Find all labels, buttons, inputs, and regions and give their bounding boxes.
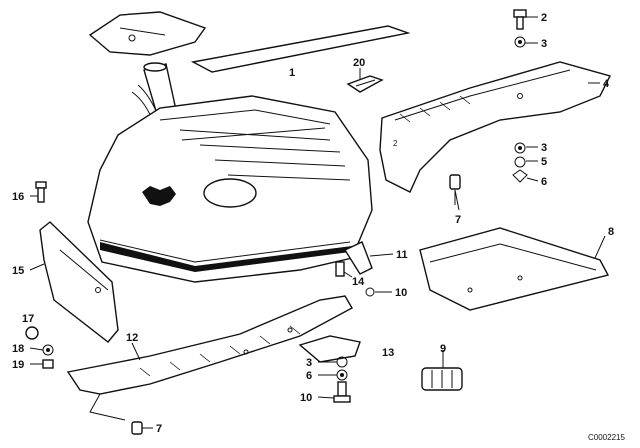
callout-12: 12: [126, 332, 138, 344]
callout-1: 1: [289, 67, 295, 79]
strip-part: [190, 25, 411, 73]
callout-11: 11: [396, 249, 408, 261]
callout-13: 13: [382, 347, 394, 359]
bolt-part: [512, 9, 528, 183]
side-bolt-part: [35, 181, 47, 203]
clip-part: [421, 367, 463, 391]
callout-10b: 10: [300, 392, 312, 404]
side-bracket-part: [39, 221, 119, 343]
top-bracket-part: [88, 11, 207, 56]
callout-3b: 3: [541, 142, 547, 154]
callout-9: 9: [440, 343, 446, 355]
drawing-code: C0002215: [588, 433, 625, 442]
callout-labels: 1 2 3 4 20 3 5 6 7 8 11 10 14 16 15 17 1…: [12, 12, 625, 442]
small-bracket-part: [346, 75, 384, 93]
underbody-shield-part: [66, 295, 353, 421]
callout-20: 20: [353, 57, 365, 69]
callout-10: 10: [395, 287, 407, 299]
callout-3c: 3: [306, 357, 312, 369]
callout-14: 14: [352, 276, 365, 288]
callout-15: 15: [12, 265, 24, 277]
small-fasteners-part: [25, 326, 54, 369]
callout-6: 6: [541, 176, 547, 188]
lower-bracket-part: [298, 335, 361, 363]
callout-6b: 6: [306, 370, 312, 382]
callout-8: 8: [608, 226, 614, 238]
callout-3: 3: [541, 38, 547, 50]
lower-plug-part: [131, 421, 143, 435]
callout-18: 18: [12, 343, 24, 355]
callout-4: 4: [603, 78, 610, 90]
fuel-tank-part: [87, 95, 373, 283]
callout-7b: 7: [156, 423, 162, 435]
callout-16: 16: [12, 191, 24, 203]
callout-7: 7: [455, 214, 461, 226]
tank-bracket-part: [335, 241, 375, 297]
callout-2: 2: [541, 12, 547, 24]
leader-lines: [29, 16, 606, 429]
lower-fasteners-part: [333, 356, 351, 403]
callout-19: 19: [12, 359, 24, 371]
small-mark: 2: [393, 139, 398, 148]
heat-shield-top-part: [379, 61, 612, 193]
callout-5: 5: [541, 156, 547, 168]
callout-17: 17: [22, 313, 34, 325]
curved-shield-part: [419, 227, 610, 311]
